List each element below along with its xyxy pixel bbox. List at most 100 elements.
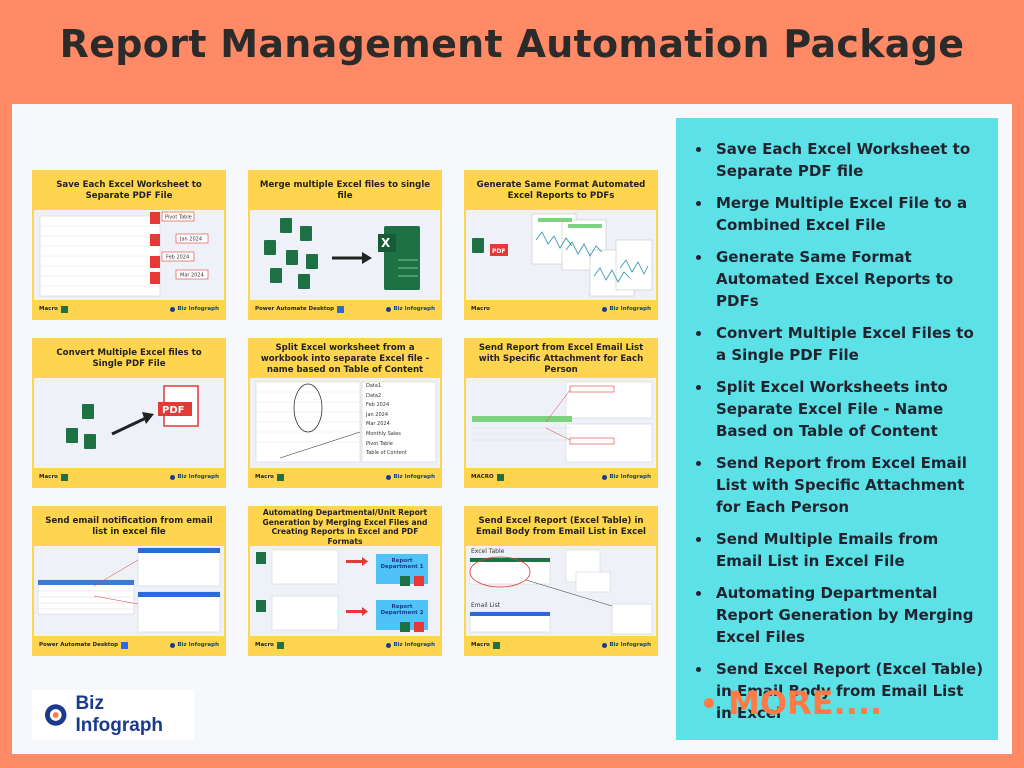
footer-brand: Biz Infograph — [177, 642, 219, 648]
card-preview: Pivot Table Jan 2024 Feb 2024 Mar 2024 — [34, 210, 224, 300]
card-preview — [34, 546, 224, 636]
feature-item: Send Excel Report (Excel Table) in Email… — [696, 658, 984, 724]
more-text: MORE.... — [728, 684, 883, 722]
label-email-list: Email List — [471, 602, 501, 609]
card-preview — [466, 378, 656, 468]
file-item: Pivot Table — [366, 440, 393, 447]
footer-tag: Power Automate Desktop — [39, 642, 119, 648]
card-send-email-notification[interactable]: Send email notification from email list … — [32, 506, 226, 656]
label-feb: Feb 2024 — [166, 255, 189, 261]
biz-logo-icon — [602, 474, 608, 480]
card-title: Save Each Excel Worksheet to Separate PD… — [34, 172, 224, 210]
brand-logo: Biz Infograph — [32, 690, 194, 740]
card-merge-excel-files[interactable]: Merge multiple Excel files to single fil… — [248, 170, 442, 320]
feature-item: Generate Same Format Automated Excel Rep… — [696, 246, 984, 312]
footer-tag: Macro — [471, 306, 490, 312]
feature-item: Automating Departmental Report Generatio… — [696, 582, 984, 648]
card-footer: Power Automate Desktop Biz Infograph — [250, 300, 440, 318]
card-title: Send email notification from email list … — [34, 508, 224, 546]
card-footer: Power Automate Desktop Biz Infograph — [34, 636, 224, 654]
label-mar: Mar 2024 — [180, 273, 204, 279]
footer-brand: Biz Infograph — [609, 306, 651, 312]
feature-item: Convert Multiple Excel Files to a Single… — [696, 322, 984, 366]
footer-tag: Macro — [471, 642, 490, 648]
excel-icon — [276, 473, 284, 481]
card-preview: Excel Table Email List — [466, 546, 656, 636]
card-send-report-attachment[interactable]: Send Report from Excel Email List with S… — [464, 338, 658, 488]
footer-tag: Macro — [39, 474, 58, 480]
label-jan: Jan 2024 — [179, 237, 202, 243]
feature-item: Save Each Excel Worksheet to Separate PD… — [696, 138, 984, 182]
biz-logo-icon — [602, 642, 608, 648]
bullet-icon — [704, 698, 714, 708]
card-title: Automating Departmental/Unit Report Gene… — [250, 508, 440, 546]
card-footer: Macro Biz Infograph — [250, 468, 440, 486]
card-convert-excel-pdf[interactable]: Convert Multiple Excel files to Single P… — [32, 338, 226, 488]
excel-icon — [276, 641, 284, 649]
file-item: Data1 — [366, 383, 382, 389]
file-item: Feb 2024 — [366, 402, 390, 409]
excel-icon — [492, 641, 500, 649]
file-item: Monthly Sales — [366, 430, 401, 437]
card-title: Split Excel worksheet from a workbook in… — [250, 340, 440, 378]
footer-brand: Biz Infograph — [609, 642, 651, 648]
card-split-worksheet[interactable]: Split Excel worksheet from a workbook in… — [248, 338, 442, 488]
card-title: Merge multiple Excel files to single fil… — [250, 172, 440, 210]
page-title: Report Management Automation Package — [59, 22, 965, 66]
pdf-label: PDF — [492, 248, 505, 255]
card-footer: Macro Biz Infograph — [466, 300, 656, 318]
svg-text:X: X — [381, 236, 391, 250]
card-footer: Macro Biz Infograph — [250, 636, 440, 654]
card-preview: X — [250, 210, 440, 300]
footer-brand: Biz Infograph — [393, 642, 435, 648]
card-save-worksheet-pdf[interactable]: Save Each Excel Worksheet to Separate PD… — [32, 170, 226, 320]
excel-icon — [496, 473, 504, 481]
excel-icon — [60, 473, 68, 481]
card-preview: Data1 Data2 Feb 2024 Jan 2024 Mar 2024 M… — [250, 378, 440, 468]
feature-item: Send Report from Excel Email List with S… — [696, 452, 984, 518]
footer-tag: Macro — [255, 642, 274, 648]
logo-text: Biz Infograph — [75, 693, 164, 736]
biz-logo-icon — [386, 306, 392, 312]
footer-tag: Macro — [255, 474, 274, 480]
power-automate-icon — [121, 641, 129, 649]
biz-logo-icon — [170, 306, 176, 312]
footer-tag: Macro — [39, 306, 58, 312]
excel-icon — [60, 305, 68, 313]
feature-list: Save Each Excel Worksheet to Separate PD… — [676, 118, 998, 724]
card-preview: PDF — [466, 210, 656, 300]
card-title: Send Report from Excel Email List with S… — [466, 340, 656, 378]
card-email-body-report[interactable]: Send Excel Report (Excel Table) in Email… — [464, 506, 658, 656]
label-report-department-1: Report Department 1 — [380, 558, 424, 570]
file-item: Table of Content — [366, 450, 407, 457]
biz-logo-icon — [386, 474, 392, 480]
label-excel-table: Excel Table — [471, 548, 505, 555]
card-title: Generate Same Format Automated Excel Rep… — [466, 172, 656, 210]
footer-tag: Power Automate Desktop — [255, 306, 335, 312]
biz-logo-icon — [170, 642, 176, 648]
biz-logo-icon — [386, 642, 392, 648]
card-preview: Report Department 1 Report Department 2 — [250, 546, 440, 636]
card-title: Send Excel Report (Excel Table) in Email… — [466, 508, 656, 546]
card-preview: PDF — [34, 378, 224, 468]
label-report-department-2: Report Department 2 — [380, 604, 424, 616]
card-footer: Macro Biz Infograph — [34, 468, 224, 486]
footer-brand: Biz Infograph — [177, 474, 219, 480]
file-item: Data2 — [366, 392, 382, 399]
footer-brand: Biz Infograph — [177, 306, 219, 312]
card-generate-reports-pdf[interactable]: Generate Same Format Automated Excel Rep… — [464, 170, 658, 320]
card-departmental-reports[interactable]: Automating Departmental/Unit Report Gene… — [248, 506, 442, 656]
footer-brand: Biz Infograph — [393, 306, 435, 312]
feature-list-panel: Save Each Excel Worksheet to Separate PD… — [676, 118, 998, 740]
footer-brand: Biz Infograph — [609, 474, 651, 480]
biz-infograph-logo-icon — [44, 704, 67, 726]
feature-item: Merge Multiple Excel File to a Combined … — [696, 192, 984, 236]
file-item: Mar 2024 — [366, 421, 390, 428]
label-pivot-table: Pivot Table — [165, 215, 192, 221]
footer-brand: Biz Infograph — [393, 474, 435, 480]
card-footer: Macro Biz Infograph — [466, 636, 656, 654]
card-footer: MACRO Biz Infograph — [466, 468, 656, 486]
more-label[interactable]: MORE.... — [704, 684, 882, 722]
feature-item: Send Multiple Emails from Email List in … — [696, 528, 984, 572]
card-title: Convert Multiple Excel files to Single P… — [34, 340, 224, 378]
